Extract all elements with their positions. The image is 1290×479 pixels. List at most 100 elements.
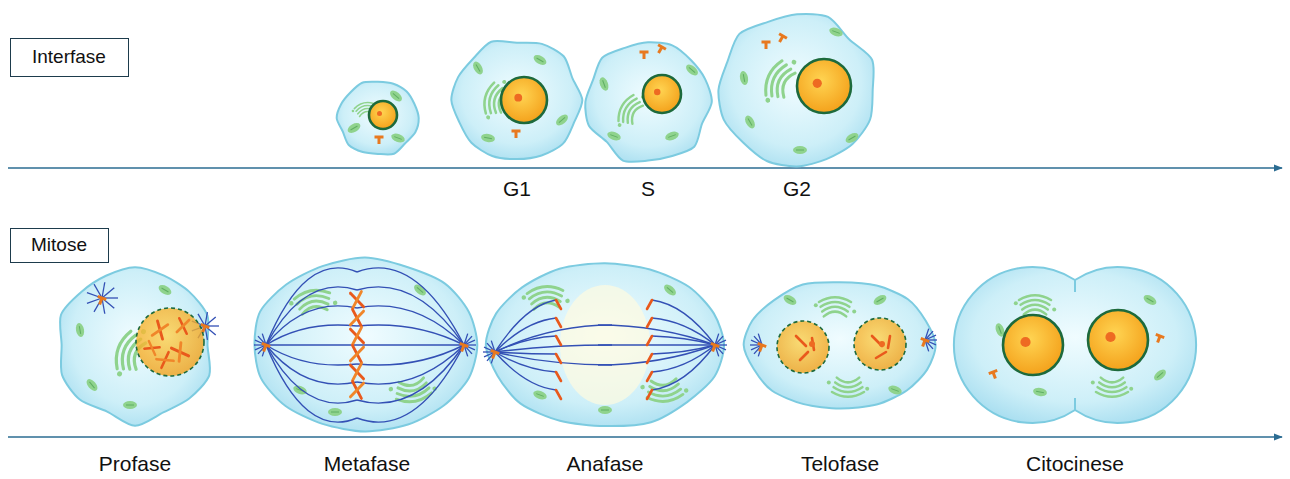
mitochondrion-body <box>739 70 749 85</box>
centriole <box>259 342 270 353</box>
centriole <box>488 349 499 360</box>
mitochondrion <box>292 384 308 396</box>
golgi-cisterna <box>837 378 859 383</box>
chromatid <box>350 364 363 381</box>
nucleus <box>1003 315 1063 375</box>
chromatid <box>144 341 159 355</box>
mitochondrion <box>1032 387 1047 397</box>
golgi-cisterna <box>1024 310 1046 315</box>
golgi-vesicle <box>502 79 507 84</box>
timeline-axis <box>8 167 1282 169</box>
spindle-fiber <box>357 325 464 345</box>
mitochondrion-crista <box>484 137 492 138</box>
mitochondrion-body <box>554 112 570 127</box>
mitochondrion-crista <box>393 93 399 98</box>
centriole <box>375 136 384 145</box>
centriole <box>512 130 521 139</box>
chromosome <box>350 292 363 309</box>
mitochondrion <box>75 322 85 337</box>
mitochondrion-crista <box>748 119 752 126</box>
golgi-cisterna <box>779 71 795 98</box>
chromatid <box>350 328 363 345</box>
mitochondrion-crista <box>1147 298 1154 302</box>
mitochondrion-body <box>887 384 903 396</box>
early-cell <box>337 82 419 155</box>
mitochondrion <box>84 377 99 393</box>
nucleolus <box>377 111 382 116</box>
chromosome <box>647 354 652 363</box>
chromatid <box>177 318 189 334</box>
mitochondrion-body <box>1152 367 1168 382</box>
centriole <box>755 342 766 353</box>
stage-label: Telofase <box>801 451 879 476</box>
centriole-bar <box>378 137 381 144</box>
mitochondrion-crista <box>877 298 884 302</box>
mitochondrion-crista <box>610 135 618 138</box>
chromosome <box>647 336 652 345</box>
centriole <box>655 43 667 55</box>
spindle-fiber <box>266 287 357 345</box>
spindle-fiber <box>357 345 464 422</box>
spindle-fiber <box>495 325 612 352</box>
nucleolus <box>879 341 885 347</box>
centriole-bar <box>758 344 763 352</box>
spindle-fiber <box>598 325 715 345</box>
chromatid <box>350 310 363 327</box>
nucleus <box>501 77 547 123</box>
g1-cell <box>451 41 582 159</box>
chromosome <box>144 341 159 355</box>
mitochondrion <box>554 112 570 127</box>
golgi-vesicle <box>684 388 689 393</box>
golgi-vesicle <box>814 303 818 307</box>
spindle-fiber <box>266 345 357 384</box>
mitochondrion-crista <box>832 31 840 34</box>
chromosome <box>647 318 652 327</box>
phase-title: Mitose <box>31 233 87 257</box>
chromosome <box>350 382 363 399</box>
cleavage-furrow <box>1074 280 1076 410</box>
mitochondrion-crista <box>1157 372 1163 377</box>
mitochondrion-crista <box>601 410 609 411</box>
spindle-fiber <box>357 306 464 345</box>
golgi-cisterna <box>486 84 498 113</box>
centriole-bar <box>921 339 926 347</box>
mitochondrion-crista <box>999 326 1002 334</box>
mitochondrion-crista <box>162 288 169 292</box>
mitochondrion <box>388 88 404 103</box>
mitochondrion-body <box>844 131 860 145</box>
chromosome <box>350 310 363 327</box>
centriole-bar <box>711 344 716 352</box>
mitochondrion <box>471 60 485 76</box>
golgi-vesicle <box>791 59 797 65</box>
spindle-fiber <box>652 345 715 390</box>
golgi-vesicle <box>1129 387 1133 391</box>
timeline-axis <box>8 436 1282 438</box>
mitochondrion-body <box>532 389 548 401</box>
golgi-apparatus <box>1014 295 1056 314</box>
spindle-fiber <box>652 336 715 345</box>
s-cell <box>585 42 712 162</box>
centriole <box>988 369 999 380</box>
spindle-fiber <box>495 336 556 352</box>
chromatid <box>156 352 173 368</box>
centriole-bar <box>643 52 646 59</box>
mitochondrion-crista <box>603 80 606 88</box>
centriole <box>918 337 929 348</box>
phase-title: Interfase <box>32 45 106 69</box>
mitochondrion-crista <box>1036 391 1044 392</box>
chromosome <box>876 352 886 358</box>
golgi-vesicle <box>827 380 831 384</box>
mitochondrion <box>157 283 173 297</box>
spindle-fiber <box>652 300 715 345</box>
mitochondrion-body <box>662 282 678 297</box>
centriole-bar <box>460 344 465 352</box>
mitochondrion <box>739 70 749 85</box>
mitochondrion-body <box>782 293 798 307</box>
mitochondrion <box>598 76 610 92</box>
mitochondrion <box>598 406 612 414</box>
mitochondrion-crista <box>417 287 423 292</box>
golgi-vesicle <box>486 115 491 120</box>
nucleus <box>369 101 397 129</box>
chromatid <box>171 343 188 362</box>
